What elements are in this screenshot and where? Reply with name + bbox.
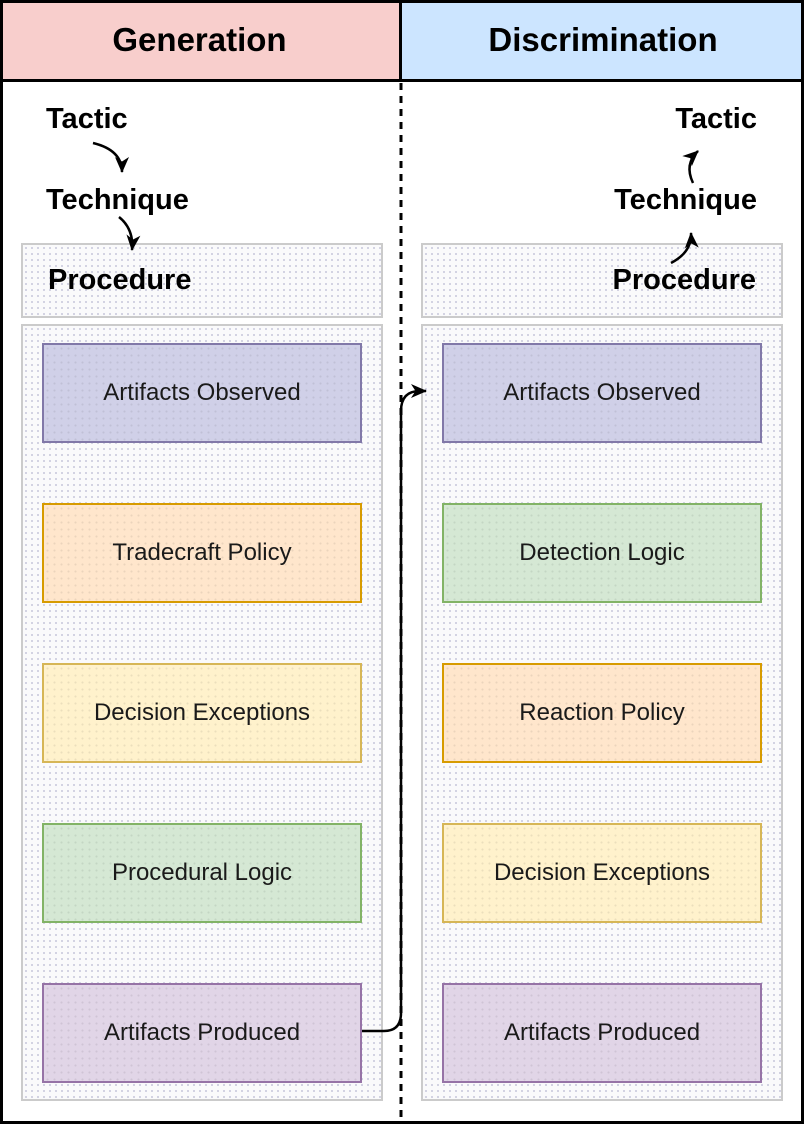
- arrow-technique-to-tactic-icon: [682, 150, 699, 184]
- box-dis-artifacts-observed: Artifacts Observed: [442, 343, 762, 443]
- procedure-label-discrimination: Procedure: [612, 264, 756, 296]
- procedure-container-discrimination: Artifacts Observed Detection Logic React…: [421, 324, 783, 1101]
- box-dis-artifacts-produced: Artifacts Produced: [442, 983, 762, 1083]
- header-cell-discrimination: Discrimination: [402, 0, 804, 79]
- discrimination-title: Discrimination: [488, 20, 718, 58]
- box-gen-artifacts-observed: Artifacts Observed: [42, 343, 362, 443]
- procedure-container-generation: Artifacts Observed Tradecraft Policy Dec…: [21, 324, 383, 1101]
- box-gen-artifacts-produced: Artifacts Produced: [42, 983, 362, 1083]
- arrow-tactic-to-technique-icon: [92, 141, 129, 173]
- label-technique-generation: Technique: [46, 184, 189, 216]
- procedure-title-discrimination: Procedure: [421, 243, 783, 318]
- procedure-title-generation: Procedure: [21, 243, 383, 318]
- box-gen-procedural-logic: Procedural Logic: [42, 823, 362, 923]
- box-dis-reaction-policy: Reaction Policy: [442, 663, 762, 763]
- procedure-label-generation: Procedure: [48, 264, 192, 296]
- generation-title: Generation: [112, 20, 287, 58]
- box-dis-detection-logic: Detection Logic: [442, 503, 762, 603]
- label-tactic-discrimination: Tactic: [675, 103, 757, 135]
- header-cell-generation: Generation: [0, 0, 402, 79]
- box-gen-decision-exceptions: Decision Exceptions: [42, 663, 362, 763]
- label-tactic-generation: Tactic: [46, 103, 128, 135]
- box-gen-tradecraft-policy: Tradecraft Policy: [42, 503, 362, 603]
- header-row: Generation Discrimination: [0, 0, 804, 82]
- label-technique-discrimination: Technique: [614, 184, 757, 216]
- box-dis-decision-exceptions: Decision Exceptions: [442, 823, 762, 923]
